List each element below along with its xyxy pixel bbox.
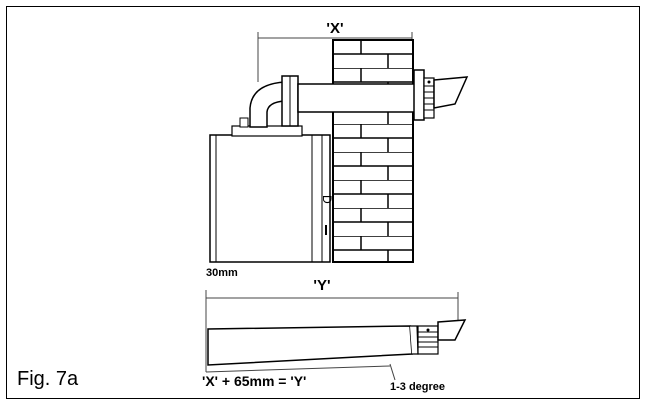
dimension-formula: 'X' + 65mm = 'Y' [202, 373, 306, 389]
brick-wall [332, 39, 414, 263]
dimension-x: 'X' [257, 20, 413, 82]
dimension-y: 'Y' [206, 277, 459, 330]
boiler-mark: D [320, 195, 334, 204]
flue-pipe [249, 69, 469, 128]
offset-dimension: 30mm [205, 267, 238, 372]
offset-label: 30mm [206, 267, 238, 279]
figure-frame [6, 6, 640, 399]
boiler-unit: D [209, 117, 334, 263]
dimension-y-label: 'Y' [313, 277, 330, 294]
dimension-x-label: 'X' [326, 20, 343, 37]
angle-label: 1-3 degree [390, 381, 445, 393]
sloped-flue-terminal [205, 319, 467, 381]
figure-caption: Fig. 7a [17, 368, 79, 390]
